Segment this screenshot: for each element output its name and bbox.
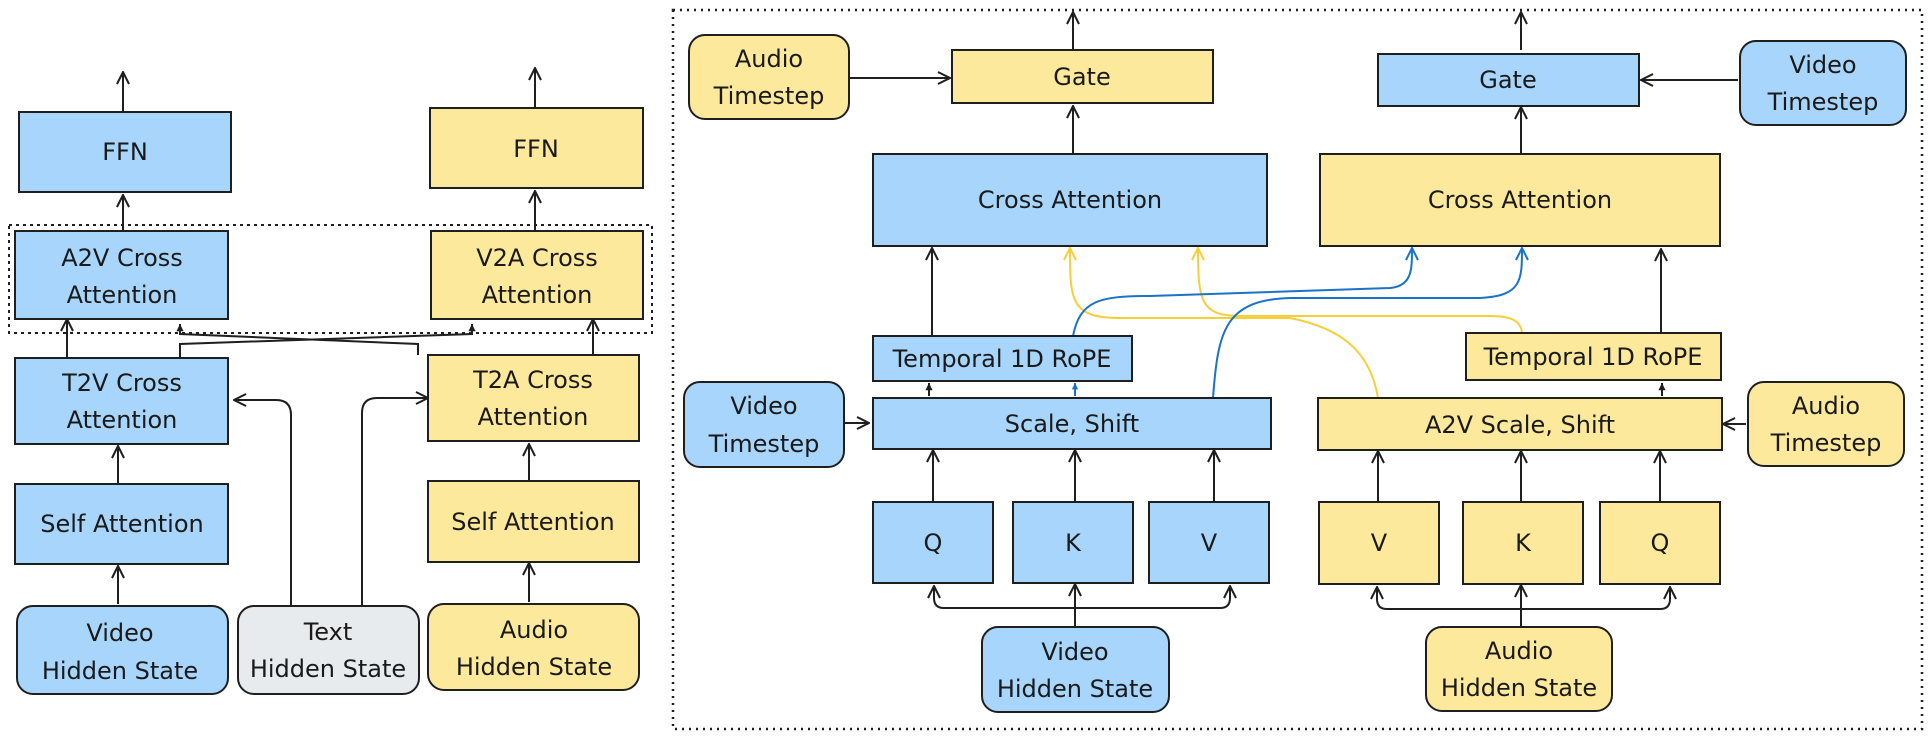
video-timestep-top-label-2: Timestep [1767,88,1879,116]
left-text-hidden-label-1: Text [303,618,353,646]
video-timestep-top: Video Timestep [1739,40,1907,126]
cross-attention-audio-query: Cross Attention [1319,153,1721,247]
gate-video-label: Gate [1479,66,1536,94]
gate-video: Gate [1377,53,1640,107]
audio-k-label: K [1515,529,1532,557]
left-ffn-audio-label: FFN [513,135,559,163]
right-audio-hidden-state: Audio Hidden State [1425,626,1613,712]
v2a-cross-attention: V2A Cross Attention [430,230,644,320]
audio-q-label: Q [1651,529,1670,557]
gate-audio: Gate [951,49,1214,104]
t2a-cross-attention: T2A Cross Attention [427,354,640,442]
audio-timestep-top-label-2: Timestep [713,82,825,110]
left-text-hidden-label-2: Hidden State [250,655,406,683]
a2v-scale-shift-audio: A2V Scale, Shift [1317,397,1723,451]
self-attn-video-label: Self Attention [40,510,204,538]
v2a-cross-label-1: V2A Cross [476,244,598,272]
t2a-cross-label-1: T2A Cross [472,366,593,394]
video-v-label: V [1201,529,1218,557]
video-timestep-mid: Video Timestep [683,381,845,468]
right-audio-hidden-label-1: Audio [1485,637,1553,665]
audio-v-projection: V [1318,501,1440,585]
left-video-hidden-label-1: Video [86,619,153,647]
audio-timestep-mid: Audio Timestep [1747,381,1905,467]
right-edges [844,12,1746,626]
right-video-hidden-label-1: Video [1041,638,1108,666]
audio-timestep-mid-label-2: Timestep [1770,429,1882,457]
audio-q-projection: Q [1599,501,1721,585]
temporal-rope-audio: Temporal 1D RoPE [1465,332,1722,381]
left-text-hidden-state: Text Hidden State [237,605,420,695]
left-cross-attention-group [8,224,653,334]
t2v-cross-attention: T2V Cross Attention [14,357,229,445]
a2v-cross-label-2: Attention [67,281,178,309]
video-k-label: K [1065,529,1082,557]
right-detail-group [671,8,1924,731]
gate-audio-label: Gate [1053,63,1110,91]
right-video-hidden-state: Video Hidden State [981,626,1170,713]
right-video-hidden-label-2: Hidden State [997,675,1153,703]
audio-v-label: V [1371,529,1388,557]
scale-shift-video-label: Scale, Shift [1005,410,1139,438]
cross-attn-audio-label: Cross Attention [1428,186,1612,214]
rope-audio-label: Temporal 1D RoPE [1483,343,1703,371]
left-video-hidden-state: Video Hidden State [16,605,229,695]
left-ffn-video-label: FFN [102,138,148,166]
self-attn-audio-label: Self Attention [451,508,615,536]
left-video-hidden-label-2: Hidden State [42,657,198,685]
video-timestep-mid-label-2: Timestep [708,430,820,458]
video-timestep-top-label-1: Video [1789,51,1856,79]
cross-attention-video-query: Cross Attention [872,153,1268,247]
rope-video-label: Temporal 1D RoPE [892,345,1112,373]
a2v-cross-label-1: A2V Cross [61,244,183,272]
t2a-cross-label-2: Attention [478,403,589,431]
right-audio-hidden-label-2: Hidden State [1441,674,1597,702]
scale-shift-audio-label: A2V Scale, Shift [1425,411,1615,439]
left-audio-hidden-state: Audio Hidden State [427,603,640,691]
a2v-cross-attention: A2V Cross Attention [14,230,229,320]
left-self-attention-video: Self Attention [14,483,229,565]
audio-flow-curves [1070,248,1526,399]
left-edges [67,68,593,606]
video-timestep-mid-label-1: Video [730,392,797,420]
left-ffn-audio: FFN [429,107,644,189]
audio-timestep-top-label-1: Audio [735,45,803,73]
video-v-projection: V [1148,501,1270,584]
audio-k-projection: K [1462,501,1584,585]
cross-attn-video-label: Cross Attention [978,186,1162,214]
left-audio-hidden-label-2: Hidden State [456,653,612,681]
audio-timestep-top: Audio Timestep [688,34,850,120]
audio-timestep-mid-label-1: Audio [1792,392,1860,420]
scale-shift-video: Scale, Shift [872,397,1272,450]
left-audio-hidden-label-1: Audio [500,616,568,644]
t2v-cross-label-2: Attention [67,406,178,434]
video-flow-curves [1071,248,1522,399]
video-q-projection: Q [872,501,994,584]
t2v-cross-label-1: T2V Cross [61,369,182,397]
v2a-cross-label-2: Attention [482,281,593,309]
video-k-projection: K [1012,501,1134,584]
temporal-rope-video: Temporal 1D RoPE [872,335,1133,382]
left-self-attention-audio: Self Attention [427,480,640,563]
left-ffn-video: FFN [18,111,232,193]
video-q-label: Q [924,529,943,557]
